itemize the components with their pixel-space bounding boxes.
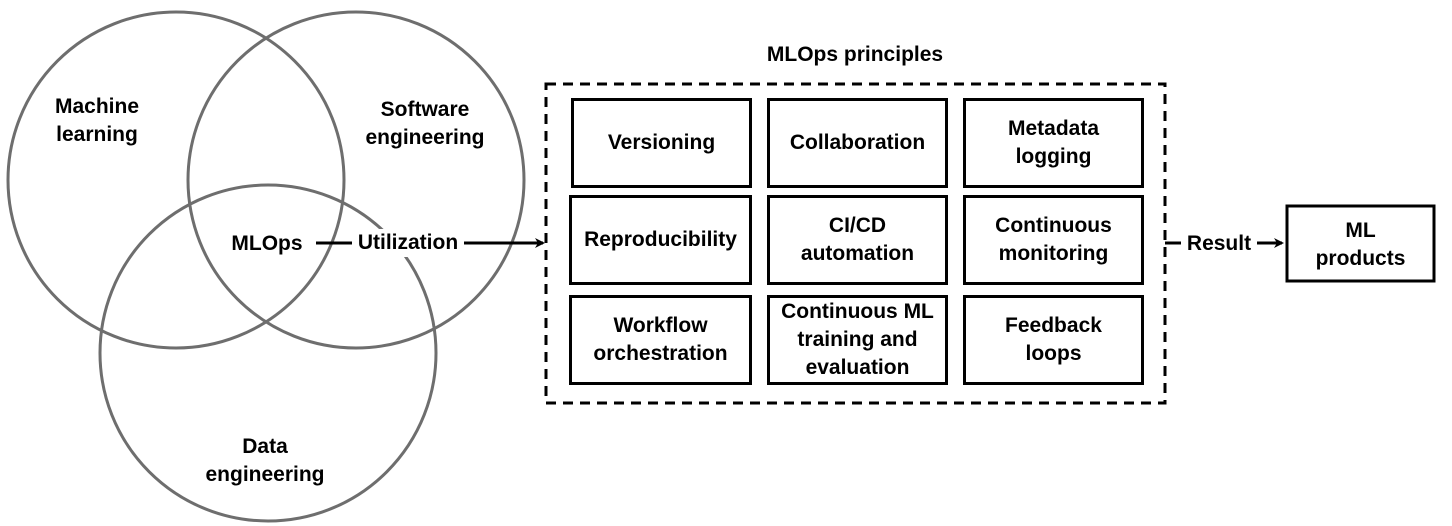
software-engineering-label: Software engineering	[350, 96, 500, 152]
principle-feedback-loops-line-1: Feedback	[1005, 314, 1102, 337]
principle-collaboration-line-1: Collaboration	[789, 131, 926, 154]
principle-ci-cd-automation-line-2: automation	[800, 242, 915, 265]
principle-versioning-line-1: Versioning	[607, 131, 716, 154]
principle-metadata-logging: Metadata logging	[963, 98, 1144, 188]
machine-learning-circle	[6, 10, 346, 350]
principles-dashed-frame	[544, 82, 1167, 405]
principle-continuous-ml-training-line-3: evaluation	[805, 356, 910, 379]
principle-metadata-logging-line-1: Metadata	[1007, 117, 1100, 140]
principle-workflow-orchestration: Workflow orchestration	[569, 295, 752, 385]
software-engineering-line-2: engineering	[365, 126, 485, 149]
result-text: Result	[1181, 230, 1257, 258]
principle-reproducibility-line-1: Reproducibility	[584, 228, 737, 251]
utilization-label: Utilization	[352, 229, 464, 257]
principles-title-text: MLOps principles	[766, 43, 944, 66]
utilization-text: Utilization	[352, 229, 464, 257]
principle-workflow-orchestration-line-1: Workflow	[613, 314, 708, 337]
data-engineering-line-1: Data	[242, 435, 288, 458]
principles-title: MLOps principles	[740, 41, 970, 69]
machine-learning-label: Machine learning	[37, 93, 157, 149]
ml-products-label: ML products	[1290, 217, 1431, 273]
principle-workflow-orchestration-line-2: orchestration	[593, 342, 728, 365]
mlops-center-text: MLOps	[231, 232, 303, 255]
principle-continuous-ml-training-line-1: Continuous ML	[781, 300, 934, 323]
result-label: Result	[1181, 230, 1257, 258]
data-engineering-label: Data engineering	[190, 433, 340, 489]
principle-reproducibility: Reproducibility	[569, 195, 752, 285]
ml-products-line-2: products	[1315, 247, 1406, 270]
machine-learning-line-2: learning	[56, 123, 138, 146]
software-engineering-circle	[186, 10, 526, 350]
mlops-center-label: MLOps	[222, 230, 312, 258]
principle-versioning: Versioning	[571, 98, 752, 188]
principle-collaboration: Collaboration	[767, 98, 948, 188]
principle-continuous-monitoring-line-1: Continuous	[995, 214, 1112, 237]
data-engineering-line-2: engineering	[205, 463, 325, 486]
ml-products-line-1: ML	[1345, 219, 1376, 242]
ml-products-box	[1285, 204, 1436, 283]
principle-feedback-loops: Feedback loops	[963, 295, 1144, 385]
principle-continuous-monitoring-line-2: monitoring	[998, 242, 1109, 265]
principle-ci-cd-automation-line-1: CI/CD	[828, 214, 887, 237]
principle-feedback-loops-line-2: loops	[1025, 342, 1082, 365]
data-engineering-circle	[98, 183, 438, 523]
principle-continuous-ml-training-line-2: training and	[797, 328, 918, 351]
principle-metadata-logging-line-2: logging	[1015, 145, 1092, 168]
machine-learning-line-1: Machine	[54, 95, 140, 118]
software-engineering-line-1: Software	[380, 98, 470, 121]
principle-ci-cd-automation: CI/CD automation	[767, 195, 948, 285]
principle-continuous-ml-training: Continuous ML training and evaluation	[767, 295, 948, 385]
principle-continuous-monitoring: Continuous monitoring	[963, 195, 1144, 285]
